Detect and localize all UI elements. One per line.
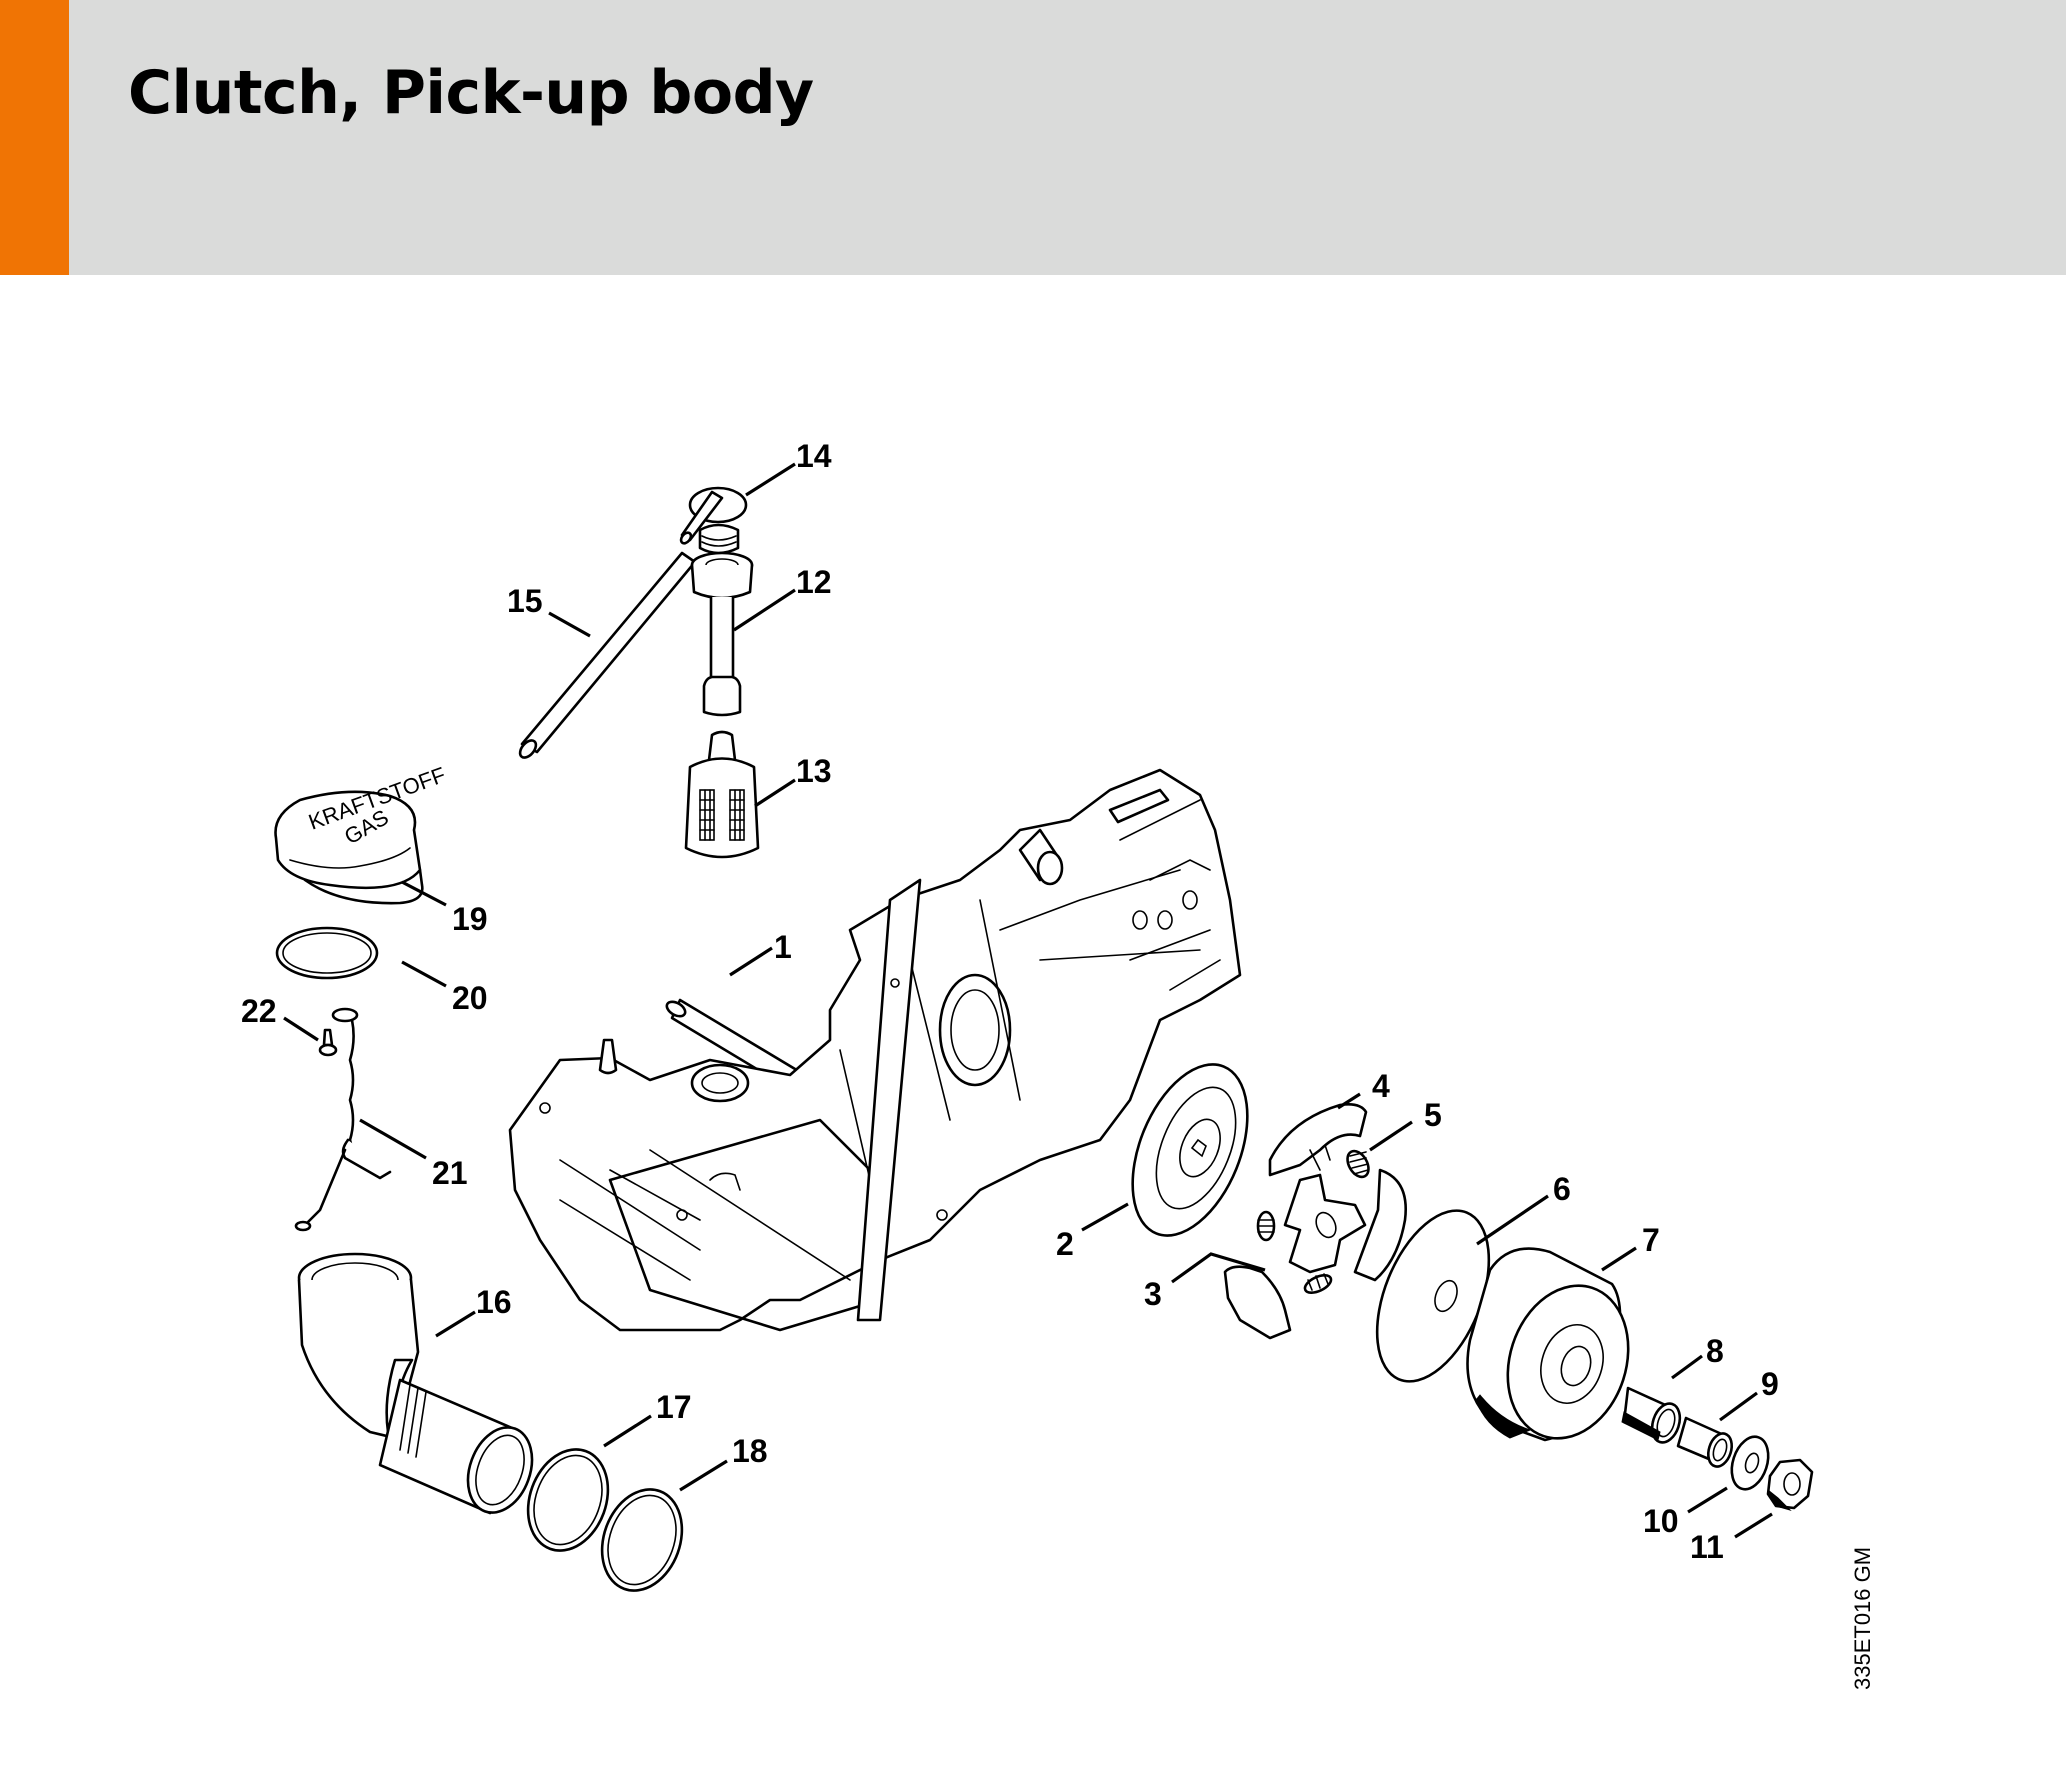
label-19: 19 <box>452 901 488 937</box>
label-18: 18 <box>732 1433 768 1469</box>
label-15: 15 <box>507 583 543 619</box>
label-10: 10 <box>1643 1503 1679 1539</box>
part-3-clutch-assembly[interactable] <box>1223 1168 1407 1340</box>
part-10-washer[interactable] <box>1725 1432 1774 1494</box>
label-13: 13 <box>796 753 832 789</box>
label-2: 2 <box>1056 1226 1074 1262</box>
part-labels: 14 12 15 13 19 20 22 21 1 4 5 6 7 2 3 16… <box>241 438 1779 1565</box>
label-12: 12 <box>796 564 832 600</box>
label-9: 9 <box>1761 1366 1779 1402</box>
part-12-pick-up-body[interactable] <box>690 551 754 717</box>
label-14: 14 <box>796 438 832 474</box>
part-19-filler-cap[interactable]: KRAFTSTOFF GAS <box>274 762 449 905</box>
part-21-chain[interactable] <box>294 1007 392 1232</box>
part-2-disc[interactable] <box>1110 1048 1270 1252</box>
label-3: 3 <box>1144 1276 1162 1312</box>
leader-lines <box>283 462 1773 1539</box>
part-15-hose[interactable] <box>517 551 697 761</box>
part-22-screw[interactable] <box>318 1028 338 1057</box>
label-8: 8 <box>1706 1333 1724 1369</box>
part-18-o-ring[interactable] <box>589 1478 696 1602</box>
part-5-spring[interactable] <box>1343 1147 1373 1180</box>
label-5: 5 <box>1424 1097 1442 1133</box>
part-14-fitting[interactable] <box>679 486 748 555</box>
part-9-sleeve[interactable] <box>1676 1416 1736 1470</box>
part-13-filter[interactable] <box>684 730 760 859</box>
diagram-reference-code: 335ET016 GM <box>1850 1547 1875 1690</box>
part-20-seal[interactable] <box>275 926 379 980</box>
crankcase-housing <box>508 768 1242 1332</box>
label-11: 11 <box>1690 1529 1724 1565</box>
label-17: 17 <box>656 1389 692 1425</box>
label-20: 20 <box>452 980 488 1016</box>
label-1: 1 <box>774 929 792 965</box>
part-7-clutch-drum[interactable] <box>1466 1247 1648 1455</box>
label-7: 7 <box>1642 1222 1660 1258</box>
part-8-needle-cage[interactable] <box>1621 1386 1685 1446</box>
label-21: 21 <box>432 1155 468 1191</box>
page-header: Clutch, Pick-up body <box>0 0 2066 275</box>
part-4-clutch-shoe[interactable] <box>1268 1103 1368 1177</box>
accent-bar <box>0 0 69 275</box>
part-17-o-ring[interactable] <box>515 1438 622 1562</box>
page-title: Clutch, Pick-up body <box>128 58 814 128</box>
label-6: 6 <box>1553 1171 1571 1207</box>
label-22: 22 <box>241 993 277 1029</box>
part-16-elbow-connector[interactable] <box>297 1252 543 1522</box>
label-4: 4 <box>1372 1068 1390 1104</box>
part-11-nut[interactable] <box>1766 1458 1814 1512</box>
label-16: 16 <box>476 1284 512 1320</box>
